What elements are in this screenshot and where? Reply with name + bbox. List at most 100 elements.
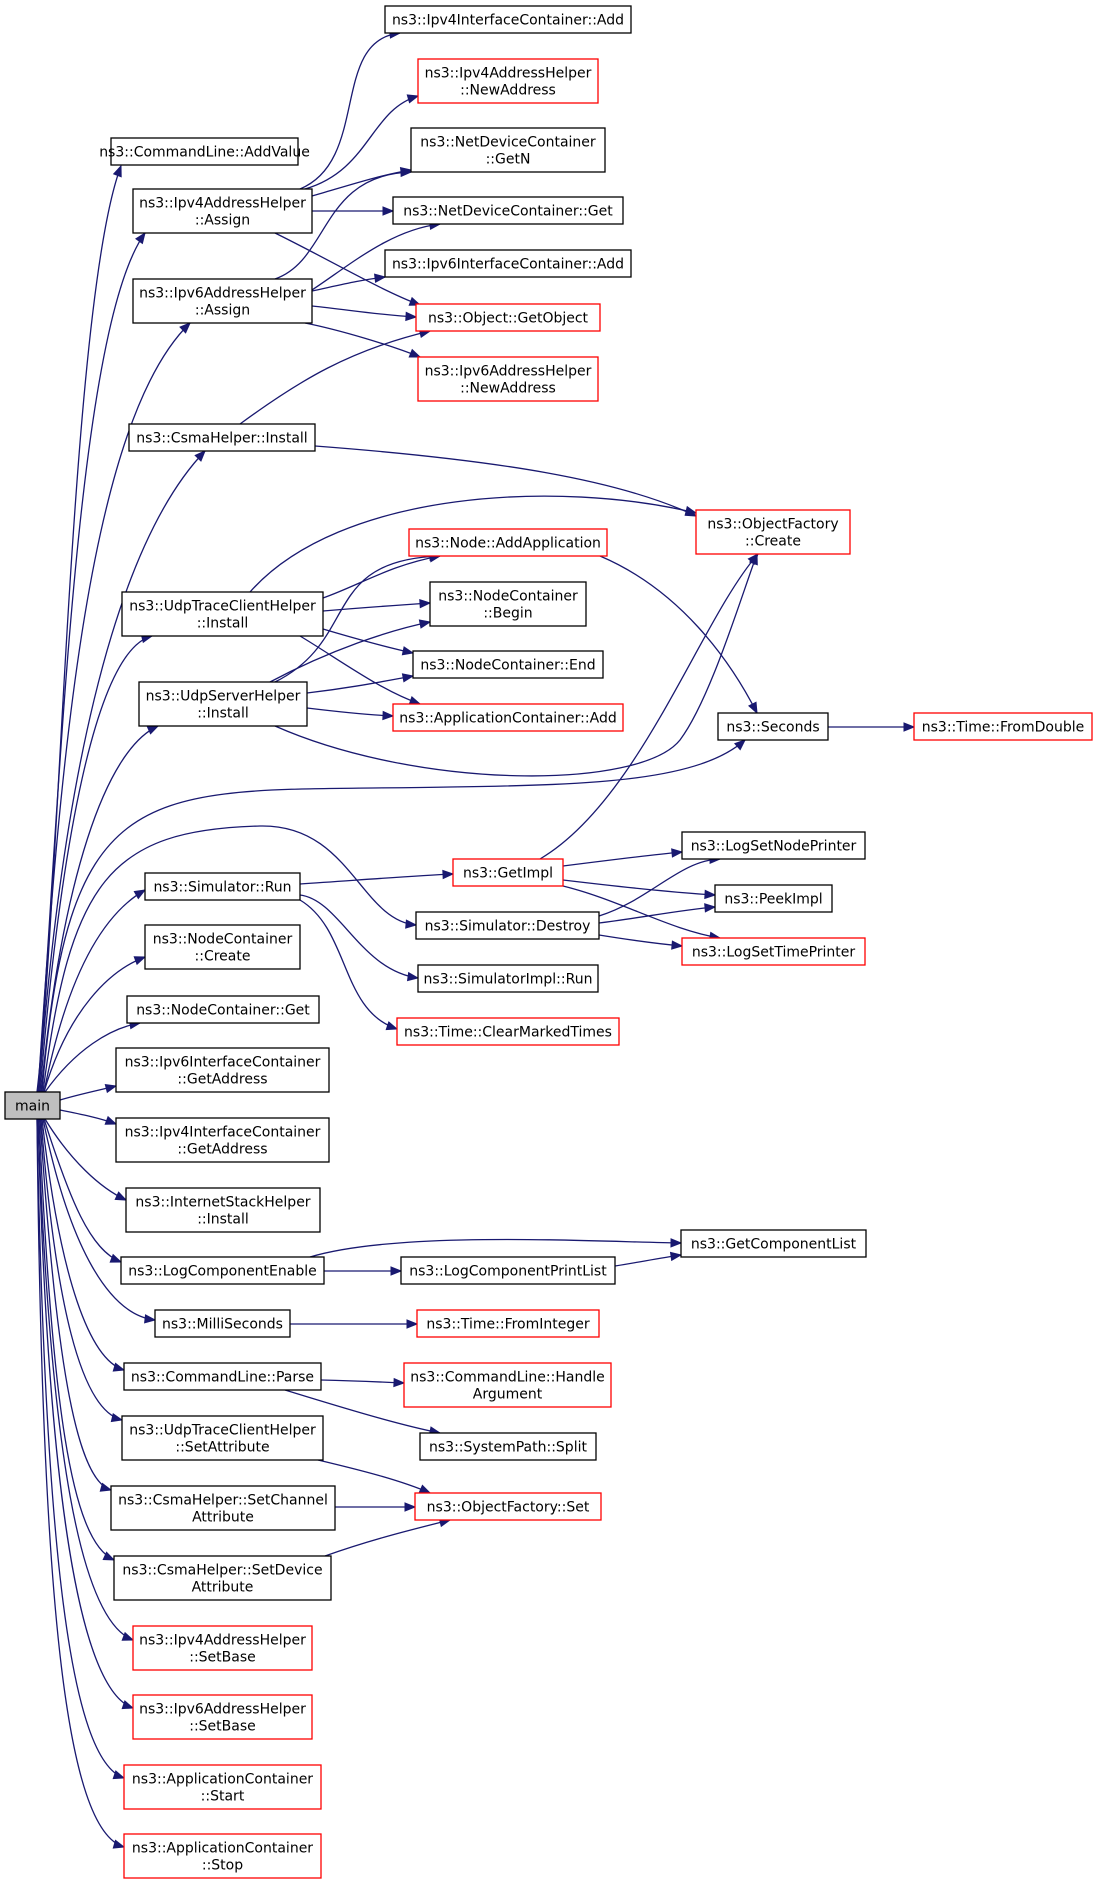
edge-main-to-ac_stop	[36, 1118, 126, 1849]
edge-main-to-seconds	[41, 739, 747, 1093]
node-udps-install[interactable]: ns3::UdpServerHelper::Install	[138, 681, 308, 727]
node-ish-install[interactable]: ns3::InternetStackHelper::Install	[125, 1187, 321, 1233]
node-ipv4ic-getaddr[interactable]: ns3::Ipv4InterfaceContainer::GetAddress	[115, 1117, 330, 1163]
node-box	[412, 650, 604, 679]
node-ndc-getn[interactable]: ns3::NetDeviceContainer::GetN	[410, 127, 606, 173]
node-ndc-get[interactable]: ns3::NetDeviceContainer::Get	[392, 196, 624, 225]
node-sp-split[interactable]: ns3::SystemPath::Split	[419, 1432, 597, 1461]
edge-line	[322, 555, 441, 599]
node-obj-getobject[interactable]: ns3::Object::GetObject	[415, 303, 601, 332]
arrowhead-icon	[406, 1319, 419, 1329]
node-of-create[interactable]: ns3::ObjectFactory::Create	[695, 509, 851, 555]
node-node-addapp[interactable]: ns3::Node::AddApplication	[408, 528, 608, 557]
edge-logce-to-get_complist	[309, 1238, 683, 1258]
node-of-set[interactable]: ns3::ObjectFactory::Set	[414, 1492, 602, 1521]
node-ac-stop[interactable]: ns3::ApplicationContainer::Stop	[123, 1833, 322, 1879]
edge-line	[306, 675, 414, 694]
node-label: ns3::Ipv6AddressHelper	[425, 364, 592, 380]
node-ipv4h-newaddr[interactable]: ns3::Ipv4AddressHelper::NewAddress	[417, 58, 599, 104]
node-main[interactable]: main	[4, 1091, 61, 1120]
arrowhead-icon	[112, 164, 122, 178]
arrowhead-icon	[104, 1115, 118, 1125]
node-csma-install[interactable]: ns3::CsmaHelper::Install	[128, 423, 316, 452]
nodes-layer: mainns3::CommandLine::AddValuens3::Ipv4A…	[4, 5, 1093, 1879]
node-udptc-setattr[interactable]: ns3::UdpTraceClientHelper::SetAttribute	[121, 1415, 324, 1461]
node-label: main	[15, 1099, 50, 1115]
arrowhead-icon	[133, 889, 147, 900]
node-ipv4h-setbase[interactable]: ns3::Ipv4AddressHelper::SetBase	[132, 1625, 313, 1671]
node-ac-start[interactable]: ns3::ApplicationContainer::Start	[123, 1764, 322, 1810]
edge-line	[249, 495, 697, 593]
node-label: ::Create	[195, 949, 251, 965]
node-nc-create[interactable]: ns3::NodeContainer::Create	[144, 924, 301, 970]
node-logcpl[interactable]: ns3::LogComponentPrintList	[400, 1256, 616, 1285]
arrowhead-icon	[406, 971, 420, 982]
edge-udptc_install-to-of_create	[249, 495, 698, 593]
edge-getimpl-to-log_setnodeprinter	[562, 848, 684, 867]
node-ipv4ic-add[interactable]: ns3::Ipv4InterfaceContainer::Add	[384, 5, 632, 34]
node-label: ns3::Simulator::Destroy	[425, 919, 591, 935]
edge-main-to-ish_install	[44, 1118, 128, 1201]
edge-ipv6h_assign-to-ipv6ic_add	[311, 273, 387, 292]
node-box	[408, 528, 608, 557]
node-box	[154, 1309, 291, 1338]
arrowhead-icon	[121, 1631, 135, 1641]
edge-line	[43, 889, 146, 1093]
edge-sim_run-to-getimpl	[299, 869, 455, 885]
node-seconds[interactable]: ns3::Seconds	[717, 712, 829, 741]
node-box	[913, 712, 1093, 741]
node-label: ns3::LogComponentEnable	[128, 1264, 316, 1280]
node-box	[717, 712, 829, 741]
arrowhead-icon	[408, 348, 422, 358]
edge-main-to-csma_setchan	[39, 1118, 113, 1492]
node-simimpl-run[interactable]: ns3::SimulatorImpl::Run	[417, 964, 599, 993]
node-logce[interactable]: ns3::LogComponentEnable	[120, 1256, 325, 1285]
edge-line	[299, 899, 398, 1030]
arrowhead-icon	[442, 869, 455, 880]
node-label: ::GetAddress	[177, 1142, 267, 1158]
node-time-frominteger[interactable]: ns3::Time::FromInteger	[416, 1309, 600, 1338]
node-sim-destroy[interactable]: ns3::Simulator::Destroy	[415, 911, 600, 940]
node-log-settimeprinter[interactable]: ns3::LogSetTimePrinter	[681, 937, 866, 966]
node-getimpl[interactable]: ns3::GetImpl	[452, 858, 564, 887]
edge-ipv4h_assign-to-ipv4h_newaddr	[304, 94, 420, 190]
node-ipv6h-assign[interactable]: ns3::Ipv6AddressHelper::Assign	[132, 278, 313, 324]
node-label: ns3::InternetStackHelper	[135, 1195, 310, 1211]
node-ipv6ic-add[interactable]: ns3::Ipv6InterfaceContainer::Add	[384, 249, 632, 278]
node-cl-parse[interactable]: ns3::CommandLine::Parse	[123, 1362, 322, 1391]
node-get-complist[interactable]: ns3::GetComponentList	[680, 1229, 867, 1258]
node-time-fromdouble[interactable]: ns3::Time::FromDouble	[913, 712, 1093, 741]
node-nc-get[interactable]: ns3::NodeContainer::Get	[126, 995, 320, 1024]
node-time-clearmarked[interactable]: ns3::Time::ClearMarkedTimes	[396, 1017, 620, 1046]
node-udptc-install[interactable]: ns3::UdpTraceClientHelper::Install	[121, 591, 324, 637]
arrowhead-icon	[401, 673, 415, 683]
arrowhead-icon	[102, 1551, 116, 1561]
node-ipv6ic-getaddr[interactable]: ns3::Ipv6InterfaceContainer::GetAddress	[115, 1047, 330, 1093]
arrowhead-icon	[114, 1191, 128, 1201]
arrowhead-icon	[374, 273, 387, 283]
node-ipv4h-assign[interactable]: ns3::Ipv4AddressHelper::Assign	[132, 188, 313, 234]
node-cl-addvalue[interactable]: ns3::CommandLine::AddValue	[99, 137, 310, 166]
arrowhead-icon	[704, 903, 717, 913]
node-box	[115, 1117, 330, 1163]
node-box	[121, 591, 324, 637]
node-ac-add[interactable]: ns3::ApplicationContainer::Add	[392, 703, 624, 732]
edge-line	[322, 602, 431, 612]
arrowhead-icon	[406, 94, 420, 104]
node-millis[interactable]: ns3::MilliSeconds	[154, 1309, 291, 1338]
arrowhead-icon	[194, 450, 206, 462]
node-label: ns3::NodeContainer	[153, 932, 293, 948]
node-nc-begin[interactable]: ns3::NodeContainer::Begin	[429, 581, 587, 627]
node-label: ns3::NodeContainer::End	[420, 658, 595, 674]
node-sim-run[interactable]: ns3::Simulator::Run	[144, 872, 301, 901]
node-box	[384, 5, 632, 34]
node-log-setnodeprinter[interactable]: ns3::LogSetNodePrinter	[681, 831, 866, 860]
node-ipv6h-setbase[interactable]: ns3::Ipv6AddressHelper::SetBase	[132, 1694, 313, 1740]
node-ipv6h-newaddr[interactable]: ns3::Ipv6AddressHelper::NewAddress	[417, 356, 599, 402]
node-peekimpl[interactable]: ns3::PeekImpl	[714, 884, 833, 913]
arrowhead-icon	[146, 725, 160, 735]
node-nc-end[interactable]: ns3::NodeContainer::End	[412, 650, 604, 679]
